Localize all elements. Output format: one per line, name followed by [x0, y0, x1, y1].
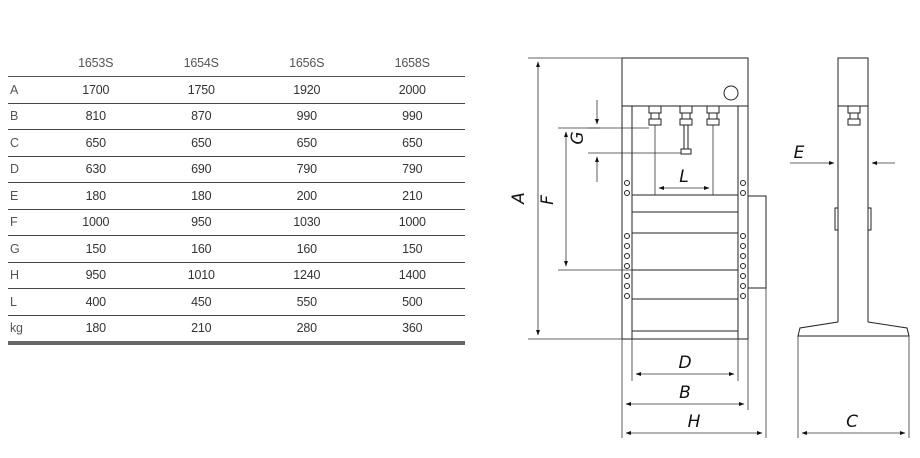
- row-label: C: [8, 129, 43, 157]
- table-cell: 210: [359, 182, 465, 210]
- dim-label-g: G: [568, 131, 588, 144]
- table-cell: 160: [254, 235, 360, 263]
- dim-label-d: D: [678, 353, 691, 373]
- table-cell: 1000: [43, 209, 149, 236]
- table-cell: 690: [148, 156, 254, 183]
- table-cell: 1750: [148, 76, 254, 104]
- table-row: A 1700 1750 1920 2000: [8, 76, 465, 104]
- table-cell: 450: [148, 288, 254, 316]
- table-cell: 360: [359, 315, 465, 345]
- column-header: 1653S: [43, 50, 149, 77]
- table-cell: 1700: [43, 76, 149, 104]
- row-label: D: [8, 156, 43, 183]
- table-row: G 150 160 160 150: [8, 235, 465, 263]
- cylinders: [648, 105, 720, 155]
- dim-label-c: C: [846, 412, 858, 432]
- table-row: C 650 650 650 650: [8, 129, 465, 157]
- row-label: F: [8, 209, 43, 236]
- dim-label-e: E: [794, 143, 805, 163]
- table-cell: 500: [359, 288, 465, 316]
- column-header: 1656S: [254, 50, 360, 77]
- dim-label-a: A: [509, 192, 529, 205]
- row-label: B: [8, 103, 43, 130]
- table-cell: 2000: [359, 76, 465, 104]
- gauge-icon: [723, 85, 739, 101]
- table-row: kg 180 210 280 360: [8, 315, 465, 345]
- table-cell: 790: [359, 156, 465, 183]
- table-cell: 1240: [254, 262, 360, 289]
- table-cell: 160: [148, 235, 254, 263]
- table-cell: 870: [148, 103, 254, 130]
- column-header: 1654S: [148, 50, 254, 77]
- table-cell: 1000: [359, 209, 465, 236]
- table-cell: 280: [254, 315, 360, 345]
- table-cell: 650: [359, 129, 465, 157]
- table-cell: 650: [148, 129, 254, 157]
- table-row: H 950 1010 1240 1400: [8, 262, 465, 289]
- row-label: A: [8, 76, 43, 104]
- table-row: F 1000 950 1030 1000: [8, 209, 465, 236]
- table-cell: 180: [43, 315, 149, 345]
- side-top-housing: [837, 57, 869, 107]
- table-row: E 180 180 200 210: [8, 182, 465, 210]
- row-label: H: [8, 262, 43, 289]
- table-cell: 990: [254, 103, 360, 130]
- table-cell: 950: [148, 209, 254, 236]
- dim-label-h: H: [688, 412, 701, 432]
- column-holes: [624, 180, 746, 299]
- table-row: B 810 870 990 990: [8, 103, 465, 130]
- table-row: L 400 450 550 500: [8, 288, 465, 316]
- dim-label-b: B: [679, 383, 691, 403]
- bed-frame: [631, 194, 739, 234]
- row-label: L: [8, 288, 43, 316]
- table-cell: 630: [43, 156, 149, 183]
- table-cell: 990: [359, 103, 465, 130]
- table-cell: 150: [43, 235, 149, 263]
- press-side-view: [797, 57, 910, 337]
- table-cell: 180: [148, 182, 254, 210]
- press-front-view: [621, 57, 767, 340]
- header-corner: [8, 50, 43, 77]
- dim-label-l: L: [679, 167, 688, 187]
- table-cell: 790: [254, 156, 360, 183]
- table-row: D 630 690 790 790: [8, 156, 465, 183]
- table-cell: 210: [148, 315, 254, 345]
- dimension-lines-front: [528, 57, 767, 438]
- side-base-foot: [797, 321, 910, 337]
- table-cell: 650: [43, 129, 149, 157]
- table-header-row: 1653S 1654S 1656S 1658S: [8, 50, 465, 77]
- row-label: G: [8, 235, 43, 263]
- table-cell: 1010: [148, 262, 254, 289]
- side-control-box: [747, 195, 767, 289]
- row-label: E: [8, 182, 43, 210]
- dim-label-f: F: [538, 195, 558, 205]
- dimension-table: 1653S 1654S 1656S 1658S A 1700 1750 1920…: [8, 50, 465, 345]
- table-cell: 550: [254, 288, 360, 316]
- top-housing: [621, 57, 749, 107]
- table-cell: 150: [359, 235, 465, 263]
- table-cell: 950: [43, 262, 149, 289]
- table-cell: 810: [43, 103, 149, 130]
- row-label: kg: [8, 315, 43, 345]
- column-header: 1658S: [359, 50, 465, 77]
- table-cell: 650: [254, 129, 360, 157]
- dimension-lines-side: [790, 161, 910, 438]
- table-cell: 400: [43, 288, 149, 316]
- table-cell: 200: [254, 182, 360, 210]
- table-cell: 1400: [359, 262, 465, 289]
- table-cell: 1920: [254, 76, 360, 104]
- table-cell: 1030: [254, 209, 360, 236]
- table-cell: 180: [43, 182, 149, 210]
